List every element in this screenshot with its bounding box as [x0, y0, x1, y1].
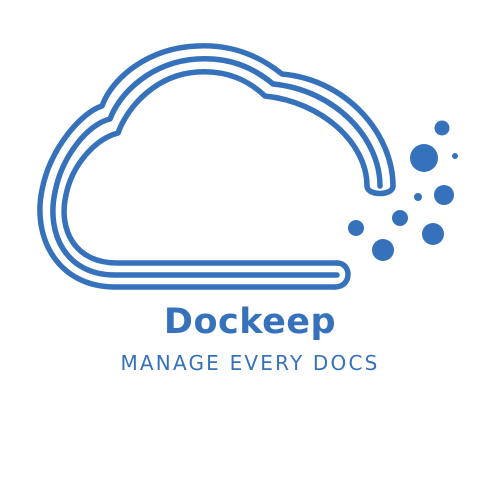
- scattered-dots: [348, 120, 458, 261]
- dot: [410, 144, 438, 172]
- dot: [348, 220, 364, 236]
- cloud-outline-middle: [50, 56, 383, 278]
- cloud-outline-outer: [37, 43, 396, 290]
- dot: [452, 153, 458, 159]
- dot: [422, 223, 444, 245]
- brand-name: Dockeep: [163, 302, 337, 342]
- cloud-tail-cap: [332, 260, 351, 290]
- dot: [414, 193, 422, 201]
- dot: [434, 120, 450, 136]
- dot: [392, 210, 408, 226]
- cloud-outline-inner: [61, 69, 370, 266]
- cloud-top-cap: [364, 183, 396, 197]
- dot: [372, 239, 394, 261]
- dot: [434, 185, 454, 205]
- brand-tagline: MANAGE EVERY DOCS: [120, 351, 380, 375]
